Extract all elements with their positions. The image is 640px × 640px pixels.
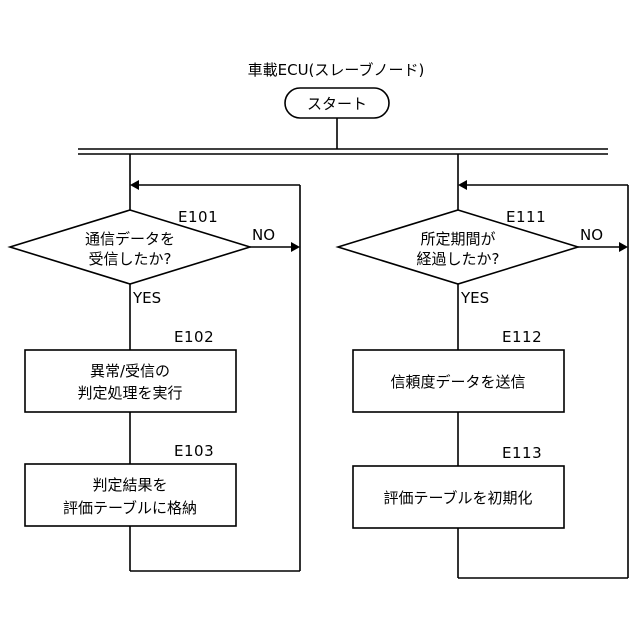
process-text-left-1b: 判定処理を実行 [77,384,182,402]
yes-label-right: YES [460,289,489,307]
decision-text-left-2: 受信したか? [89,250,172,268]
decision-text-left-1: 通信データを [85,230,175,248]
process-text-right-2: 評価テーブルを初期化 [383,489,532,507]
step1-id-right: E112 [502,328,542,346]
process-text-left-2a: 判定結果を [92,476,167,494]
no-label-right: NO [580,226,603,244]
process-text-left-1a: 異常/受信の [90,362,170,380]
loop-arrowhead-right [458,180,467,190]
process-text-left-2b: 評価テーブルに格納 [63,499,197,517]
step1-id-left: E102 [174,328,214,346]
decision-id-left: E101 [178,208,218,226]
decision-text-right-1: 所定期間が [420,230,495,248]
process-text-right-1: 信頼度データを送信 [390,373,525,391]
loop-arrowhead-left [130,180,139,190]
diagram-title: 車載ECU(スレーブノード) [248,61,425,79]
no-arrowhead-right [619,242,628,252]
start-label: スタート [307,95,367,113]
decision-text-right-2: 経過したか? [417,250,500,268]
step2-id-right: E113 [502,444,542,462]
process-box-left-1 [25,350,236,412]
decision-id-right: E111 [506,208,546,226]
step2-id-left: E103 [174,442,214,460]
no-arrowhead-left [291,242,300,252]
yes-label-left: YES [132,289,161,307]
no-label-left: NO [252,226,275,244]
